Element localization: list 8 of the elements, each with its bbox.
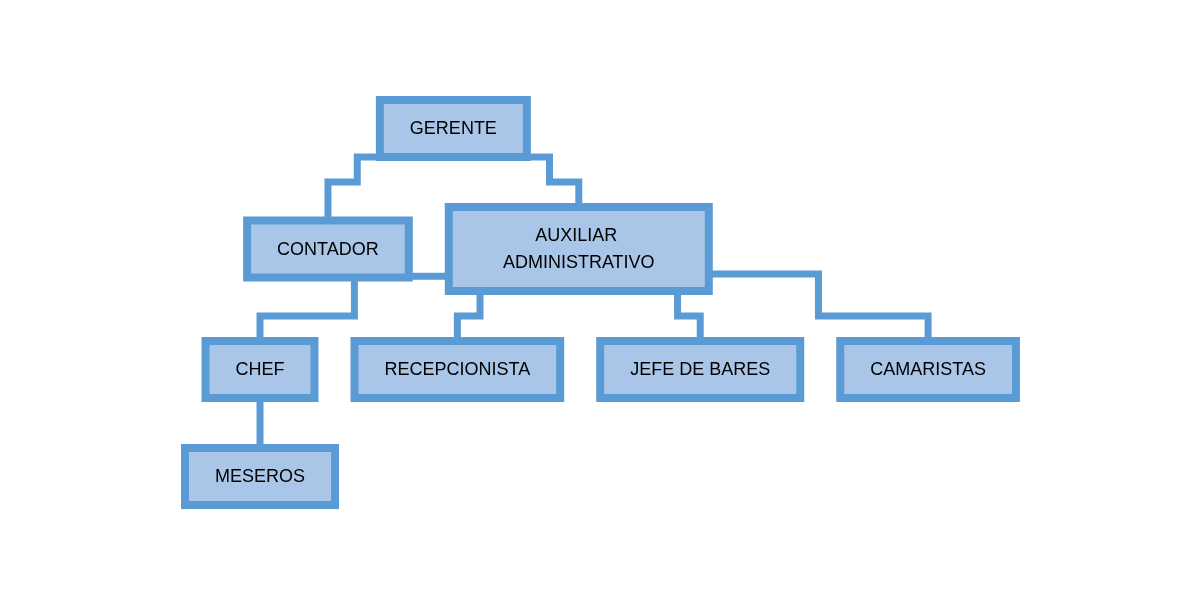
node-box: GERENTE bbox=[375, 95, 531, 161]
node-box: CAMARISTAS bbox=[836, 336, 1020, 402]
node-box: CONTADOR bbox=[243, 216, 413, 281]
node-box: RECEPCIONISTA bbox=[350, 336, 565, 402]
node-box: AUXILIAR ADMINISTRATIVO bbox=[444, 202, 713, 295]
node-box: MESEROS bbox=[181, 443, 340, 509]
node-box: JEFE DE BARES bbox=[596, 336, 805, 402]
node-box: CHEF bbox=[201, 336, 319, 402]
